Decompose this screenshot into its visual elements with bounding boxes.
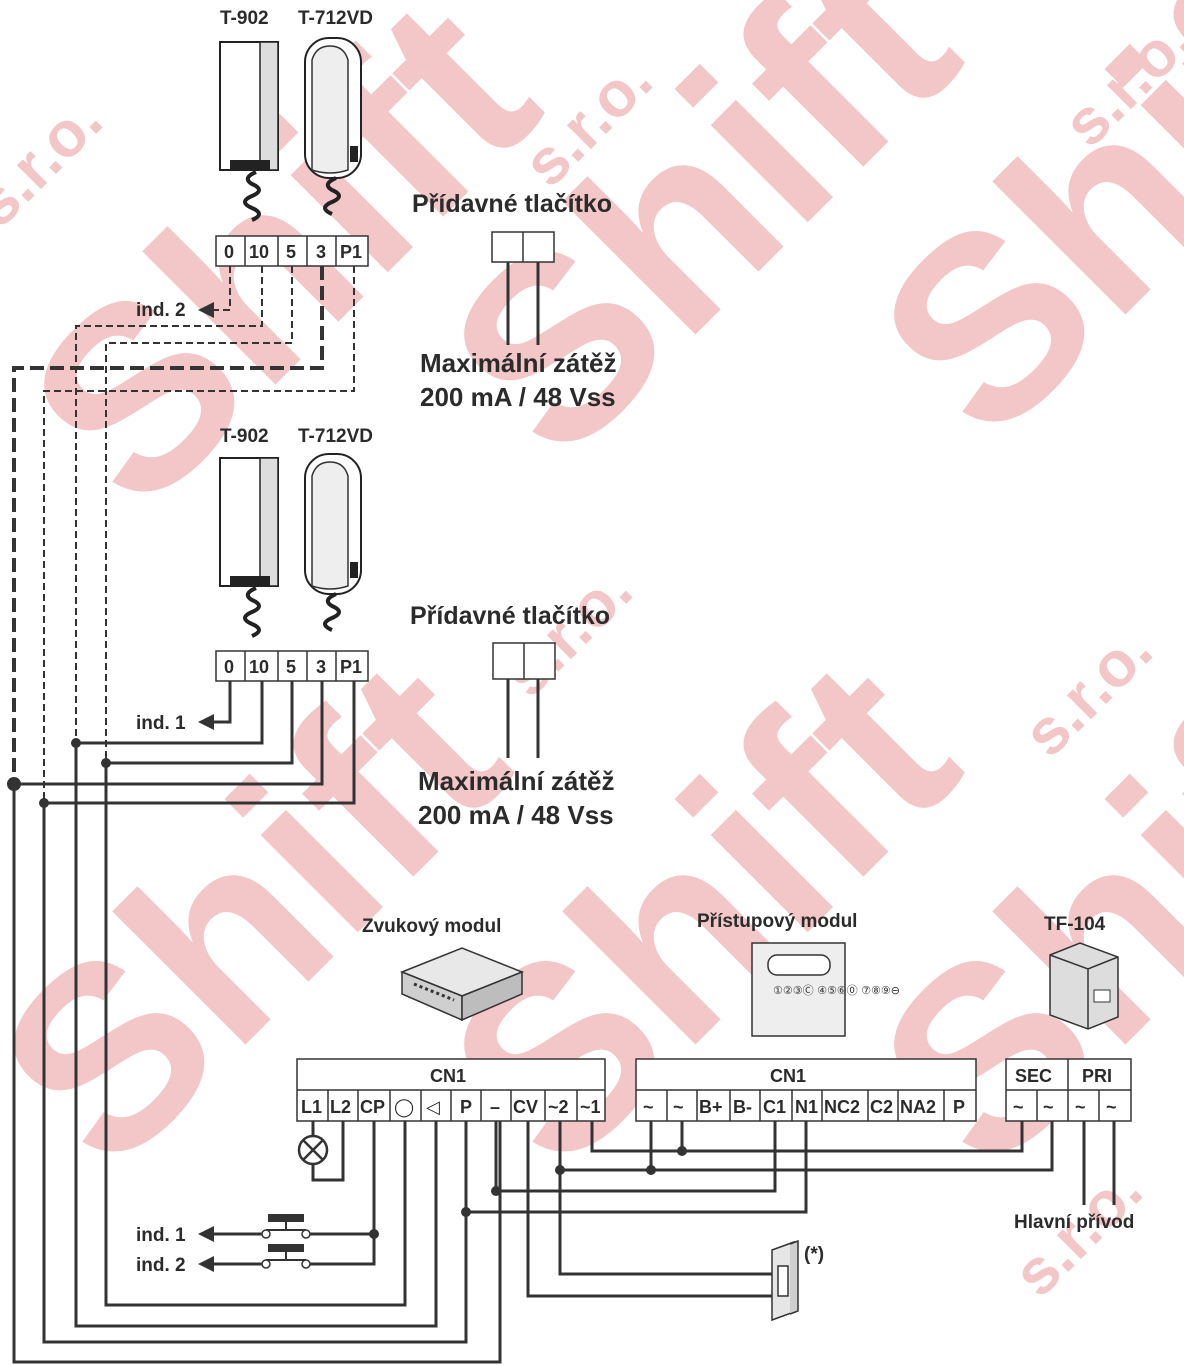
- keypad-icon: ①②③Ⓒ ④⑤⑥⓪ ⑦⑧⑨⊖: [751, 942, 900, 1037]
- handset-model-label: T-712VD: [298, 8, 373, 29]
- terminal-label: ~: [1075, 1097, 1086, 1117]
- watermark-suffix: s.r.o.: [0, 83, 116, 240]
- handset-t902-icon: [219, 457, 279, 638]
- lamp-icon: [297, 1134, 329, 1166]
- terminal-label: L1: [301, 1097, 322, 1117]
- handset-terminal-strip-top: 0 10 5 3 P1: [215, 235, 369, 267]
- terminal-label: CV: [513, 1097, 538, 1117]
- handset-t712vd-icon: [304, 453, 362, 632]
- terminal-label: ~: [1106, 1097, 1117, 1117]
- sec-label: SEC: [1015, 1066, 1052, 1086]
- terminal-label: B+: [699, 1097, 723, 1117]
- dashed-wires-top: ind. 2: [12, 266, 355, 803]
- terminal-label: C2: [870, 1097, 893, 1117]
- push-button-icon: [261, 1214, 311, 1239]
- handsets-bottom: T-902 T-712VD: [219, 426, 373, 638]
- terminal-label: ~: [1043, 1097, 1054, 1117]
- module-interconnect-wires: [461, 1121, 1054, 1298]
- extra-button-title: Přídavné tlačítko: [412, 190, 612, 218]
- terminal-label: 5: [286, 657, 296, 677]
- arrow-icon: [198, 302, 214, 318]
- door-lock: (*): [771, 1239, 824, 1322]
- terminal-label: P: [953, 1097, 965, 1117]
- arrow-icon: [198, 714, 214, 730]
- sound-module: Zvukový modul CN1 L1 L2 CP ◯ ◁ P –: [296, 916, 606, 1122]
- terminal-label: NC2: [824, 1097, 860, 1117]
- trunk-wires: [12, 743, 502, 1364]
- terminal-label: N1: [795, 1097, 818, 1117]
- terminal-label: 3: [316, 657, 326, 677]
- indicator-label: ind. 2: [136, 300, 186, 321]
- extra-button-top: Přídavné tlačítko Maximální zátěž 200 mA…: [412, 190, 617, 412]
- terminal-label: 10: [249, 242, 269, 262]
- terminal-label: ~: [1013, 1097, 1024, 1117]
- terminal-label: L2: [330, 1097, 351, 1117]
- terminal-label: B-: [733, 1097, 752, 1117]
- handset-model-label: T-902: [220, 8, 269, 29]
- terminal-label: NA2: [900, 1097, 936, 1117]
- handsets-top: T-902 T-712VD: [219, 8, 373, 222]
- transformer: TF-104 SEC PRI ~ ~ ~ ~ Hlavní přívod: [1005, 914, 1134, 1233]
- keypad-keys: ①②③Ⓒ ④⑤⑥⓪ ⑦⑧⑨⊖: [773, 984, 900, 997]
- terminal-label: –: [490, 1097, 500, 1117]
- sound-module-icon: [399, 947, 525, 1022]
- terminal-label: 3: [316, 242, 326, 262]
- access-module-terminals: ~ ~ B+ B- C1 N1 NC2 C2 NA2 P: [643, 1090, 965, 1121]
- terminal-label: 10: [249, 657, 269, 677]
- transformer-title: TF-104: [1044, 914, 1106, 935]
- transformer-icon: [1049, 942, 1119, 1030]
- terminal-label: ~: [673, 1097, 684, 1117]
- connector-label: CN1: [770, 1066, 806, 1086]
- door-lock-icon: [771, 1239, 799, 1322]
- terminal-label: 0: [224, 242, 234, 262]
- sound-module-title: Zvukový modul: [362, 916, 501, 937]
- indicator-label: ind. 1: [136, 1225, 186, 1246]
- terminal-label: P: [460, 1097, 472, 1117]
- lamp-circuit: [297, 1121, 345, 1182]
- access-module-title: Přístupový modul: [697, 911, 857, 932]
- indicator-label: ind. 1: [136, 713, 186, 734]
- load-label: Maximální zátěž: [418, 766, 615, 796]
- push-button-icon: [261, 1244, 311, 1269]
- push-buttons: ind. 1 ind. 2: [136, 1121, 379, 1276]
- terminal-label: 0: [224, 657, 234, 677]
- handset-terminal-strip-bottom: 0 10 5 3 P1: [215, 650, 369, 682]
- terminal-label: P1: [340, 242, 362, 262]
- handset-model-label: T-712VD: [298, 426, 373, 447]
- arrow-icon: [198, 1256, 214, 1272]
- extra-button-title: Přídavné tlačítko: [410, 602, 610, 630]
- terminal-label: ~: [643, 1097, 654, 1117]
- handset-t902-icon: [219, 41, 279, 222]
- terminal-label: ~1: [580, 1097, 601, 1117]
- watermark-suffix: s.r.o.: [489, 553, 646, 710]
- terminal-label: CP: [360, 1097, 385, 1117]
- arrow-icon: [198, 1226, 214, 1242]
- load-label: 200 mA / 48 Vss: [418, 800, 614, 830]
- watermark-brand: Shift: [0, 606, 558, 1220]
- handset-model-label: T-902: [220, 426, 269, 447]
- load-label: Maximální zátěž: [420, 348, 617, 378]
- load-label: 200 mA / 48 Vss: [420, 382, 616, 412]
- sound-module-terminals: L1 L2 CP ◯ ◁ P – CV ~2 ~1: [301, 1090, 601, 1121]
- extra-button-bottom: Přídavné tlačítko Maximální zátěž 200 mA…: [410, 602, 615, 830]
- pri-label: PRI: [1082, 1066, 1112, 1086]
- solid-wires-handset-bottom: ind. 1: [7, 681, 356, 808]
- terminal-label: C1: [763, 1097, 786, 1117]
- indicator-label: ind. 2: [136, 1255, 186, 1276]
- terminal-label: 5: [286, 242, 296, 262]
- lock-note: (*): [804, 1244, 824, 1265]
- connector-label: CN1: [430, 1066, 466, 1086]
- terminal-label: ~2: [548, 1097, 569, 1117]
- speaker-terminal-icon: ◁: [426, 1097, 440, 1117]
- terminal-label: P1: [340, 657, 362, 677]
- handset-t712vd-icon: [304, 37, 362, 216]
- microphone-terminal-icon: ◯: [394, 1097, 414, 1118]
- main-supply-label: Hlavní přívod: [1014, 1212, 1134, 1233]
